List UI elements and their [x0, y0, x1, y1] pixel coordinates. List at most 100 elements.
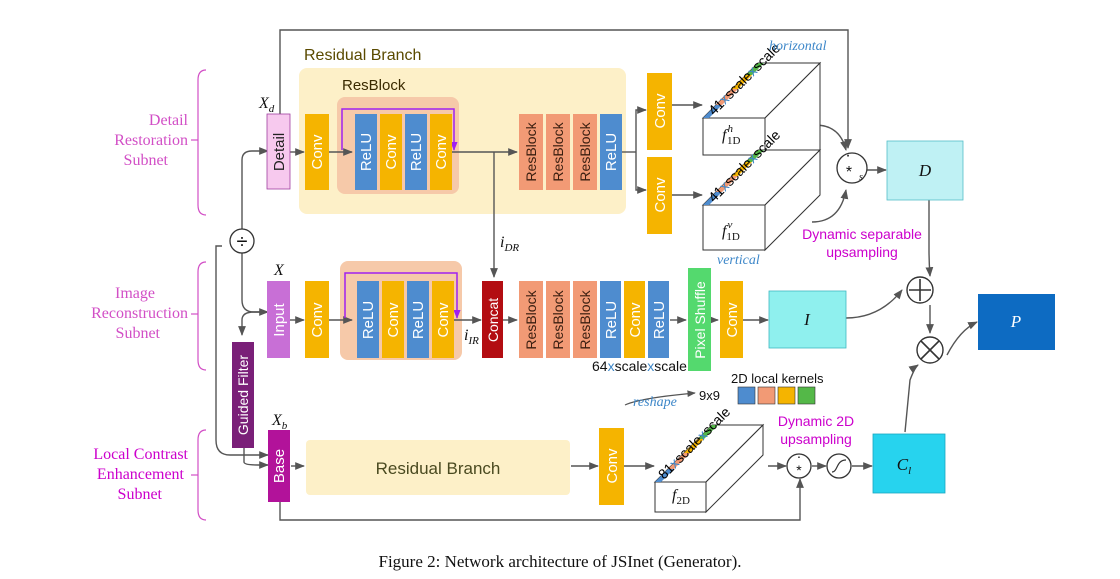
conv-label-i1: Conv [309, 302, 326, 338]
nine-by-nine-label: 9x9 [699, 388, 720, 403]
detail-subnet-line2: Restoration [114, 132, 188, 149]
guided-filter-block [232, 342, 254, 448]
figure-caption: Figure 2: Network architecture of JSInet… [378, 552, 741, 571]
input-block [267, 281, 290, 358]
image-subnet-line3: Subnet [116, 325, 161, 342]
resblock-d1 [519, 114, 543, 190]
base-block [268, 430, 290, 502]
resblock-i2 [546, 281, 570, 358]
conv-label-i3: Conv [435, 302, 452, 338]
conv-label-d3: Conv [433, 134, 450, 170]
resblock-label-i2: ResBlock [550, 289, 566, 349]
skip-line-top [279, 29, 852, 149]
resblock-skip-top [341, 108, 458, 151]
output-d-box [886, 140, 964, 201]
times-operator [916, 336, 944, 364]
detail-block [266, 113, 291, 190]
pixel-shuffle-block [688, 268, 711, 371]
relu-label-d1: ReLU [358, 133, 375, 171]
plus-operator [906, 276, 934, 304]
conv-label-i4: Conv [627, 302, 644, 338]
input-block-label: Input [271, 302, 288, 336]
resblock-skip-image [344, 272, 461, 319]
local-subnet-line2: Enhancement [97, 466, 185, 483]
resblock-i1 [519, 281, 543, 358]
conv-block-d2 [380, 114, 402, 190]
resblock-label-d3: ResBlock [577, 121, 593, 181]
relu-block-d1 [355, 114, 377, 190]
pixel-shuffle-label: Pixel Shuffle [692, 281, 708, 359]
concat-block [482, 281, 503, 358]
idr-label: iDR [500, 234, 519, 254]
residual-branch-bottom [306, 440, 570, 495]
divide-operator: ÷ [229, 228, 255, 254]
resblock-d2 [546, 114, 570, 190]
dyn-2d-dot: · [797, 448, 802, 464]
dyn-2d-star: * [796, 462, 802, 478]
local-subnet-line1: Local Contrast [93, 446, 188, 463]
conv-label-i5: Conv [724, 302, 741, 338]
conv-block-d3 [430, 114, 452, 190]
relu-block-i2 [407, 281, 429, 358]
resblock-label-i1: ResBlock [523, 289, 539, 349]
local-subnet-line3: Subnet [118, 486, 163, 503]
xd-label: Xd [258, 95, 275, 115]
dyn-sep-line2: upsampling [826, 244, 898, 260]
conv-block-v [647, 157, 672, 234]
horizontal-label: horizontal [769, 39, 827, 54]
conv-block-b [599, 428, 624, 505]
output-cl-label: Cl [897, 455, 911, 477]
relu-label-d2: ReLU [408, 133, 425, 171]
subnet-brackets [191, 69, 207, 521]
relu-label-d3: ReLU [603, 133, 620, 171]
relu-block-i3 [600, 281, 621, 358]
relu-label-i1: ReLU [360, 301, 377, 339]
conv-block-h [647, 73, 672, 150]
sep-conv-dot: · [845, 147, 850, 164]
local-kernel-swatches [737, 386, 816, 405]
relu-label-i4: ReLU [651, 301, 668, 339]
image-subnet-line1: Image [115, 285, 155, 302]
conv-block-i3 [432, 281, 454, 358]
conv-label-b: Conv [604, 448, 621, 484]
resblock-d3 [573, 114, 597, 190]
conv-label-d1: Conv [309, 134, 326, 170]
pixel-dim-x2: x [647, 358, 654, 374]
resblock-label-d2: ResBlock [550, 121, 566, 181]
output-p-box [978, 294, 1055, 350]
resblock-label-i3: ResBlock [577, 289, 593, 349]
resblock-i3 [573, 281, 597, 358]
reshape-label: reshape [633, 395, 677, 410]
resblock-label: ResBlock [342, 77, 406, 94]
dyn-2d-line1: Dynamic 2D [778, 413, 854, 429]
detail-block-label: Detail [271, 133, 288, 171]
output-d-label: D [918, 161, 932, 180]
relu-label-i3: ReLU [603, 301, 620, 339]
detail-subnet-line1: Detail [149, 112, 189, 129]
kernel-2d-cuboid [653, 423, 765, 514]
output-i-label: I [803, 310, 811, 329]
base-block-label: Base [271, 449, 288, 483]
iir-label: iIR [464, 327, 479, 347]
residual-branch-label: Residual Branch [304, 47, 421, 64]
concat-label: Concat [485, 298, 501, 342]
xb-label: Xb [271, 412, 288, 432]
kernel-v-cuboid [701, 148, 822, 252]
sigmoid-operator [826, 453, 852, 479]
conv-label-h: Conv [652, 93, 669, 129]
sep-conv-operator: · * s [836, 147, 868, 184]
output-i-box [768, 290, 847, 349]
pixel-dim-s1: scale [615, 358, 648, 374]
relu-label-i2: ReLU [410, 301, 427, 339]
conv-label-v: Conv [652, 177, 669, 213]
conv-block-i4 [624, 281, 645, 358]
vertical-label: vertical [717, 253, 760, 268]
dyn-2d-line2: upsampling [780, 431, 852, 447]
dyn-2d-operator: · * [786, 448, 812, 479]
conv-block-i1 [305, 281, 329, 358]
local-kernels-label: 2D local kernels [731, 371, 824, 386]
image-bracket [197, 261, 207, 371]
